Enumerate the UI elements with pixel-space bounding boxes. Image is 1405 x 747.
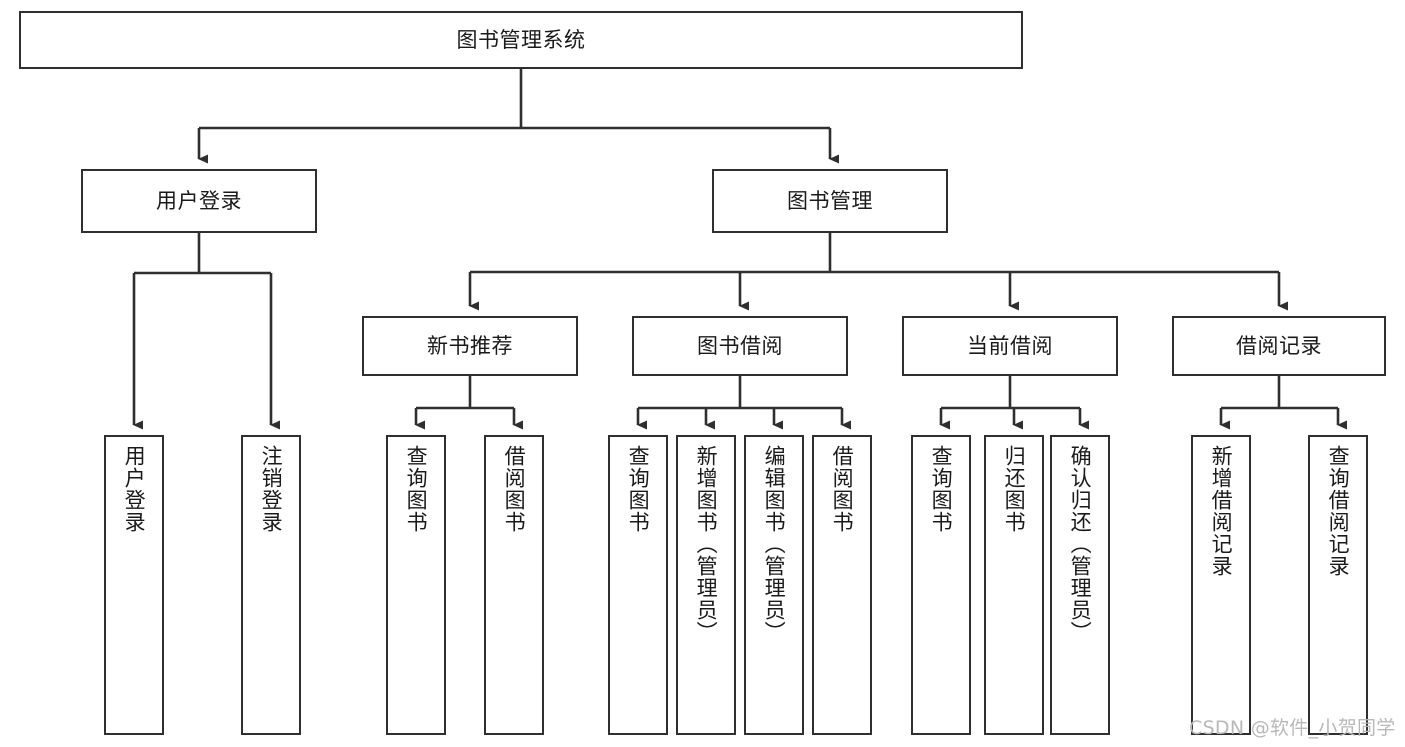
node-user-login[interactable]: 用户登录 [81, 169, 317, 233]
node-root[interactable]: 图书管理系统 [19, 11, 1023, 69]
csdn-watermark: CSDN @软件_小贺同学 [1189, 717, 1396, 739]
node-leaf-add-record-label: 新增借阅记录 [1209, 445, 1234, 577]
node-leaf-add-book[interactable]: 新增图书（管理员） [676, 435, 736, 735]
node-root-label: 图书管理系统 [456, 27, 586, 52]
node-leaf-query-book-borrow-label: 查询图书 [626, 445, 651, 533]
node-leaf-confirm-return[interactable]: 确认归还（管理员） [1050, 435, 1110, 735]
node-book-borrow[interactable]: 图书借阅 [632, 316, 848, 376]
node-new-book-rec-label: 新书推荐 [427, 333, 513, 358]
node-leaf-query-book-rec-label: 查询图书 [404, 445, 429, 533]
node-leaf-query-record[interactable]: 查询借阅记录 [1308, 435, 1368, 735]
node-current-borrow[interactable]: 当前借阅 [902, 316, 1118, 376]
node-leaf-add-book-label: 新增图书（管理员） [694, 445, 719, 643]
node-leaf-query-book-current[interactable]: 查询图书 [911, 435, 971, 735]
node-leaf-query-book-current-label: 查询图书 [929, 445, 954, 533]
node-user-login-label: 用户登录 [156, 188, 242, 213]
node-leaf-borrow-book-rec[interactable]: 借阅图书 [484, 435, 544, 735]
node-book-manage[interactable]: 图书管理 [712, 169, 948, 233]
node-leaf-add-record[interactable]: 新增借阅记录 [1191, 435, 1251, 735]
node-leaf-borrow-book[interactable]: 借阅图书 [812, 435, 872, 735]
node-leaf-logout-label: 注销登录 [259, 445, 284, 533]
node-leaf-user-login-label: 用户登录 [122, 445, 147, 533]
node-leaf-return-book-label: 归还图书 [1002, 445, 1027, 533]
node-borrow-record[interactable]: 借阅记录 [1172, 316, 1386, 376]
node-current-borrow-label: 当前借阅 [967, 333, 1053, 358]
node-leaf-borrow-book-label: 借阅图书 [830, 445, 855, 533]
node-leaf-user-login[interactable]: 用户登录 [104, 435, 164, 735]
node-leaf-query-book-borrow[interactable]: 查询图书 [608, 435, 668, 735]
node-book-manage-label: 图书管理 [787, 188, 873, 213]
node-borrow-record-label: 借阅记录 [1236, 333, 1322, 358]
node-leaf-borrow-book-rec-label: 借阅图书 [502, 445, 527, 533]
node-leaf-confirm-return-label: 确认归还（管理员） [1068, 445, 1093, 643]
node-leaf-edit-book-label: 编辑图书（管理员） [762, 445, 787, 643]
node-book-borrow-label: 图书借阅 [697, 333, 783, 358]
node-leaf-return-book[interactable]: 归还图书 [984, 435, 1044, 735]
node-leaf-logout[interactable]: 注销登录 [241, 435, 301, 735]
node-new-book-rec[interactable]: 新书推荐 [362, 316, 578, 376]
node-leaf-edit-book[interactable]: 编辑图书（管理员） [744, 435, 804, 735]
node-leaf-query-book-rec[interactable]: 查询图书 [386, 435, 446, 735]
node-leaf-query-record-label: 查询借阅记录 [1326, 445, 1351, 577]
